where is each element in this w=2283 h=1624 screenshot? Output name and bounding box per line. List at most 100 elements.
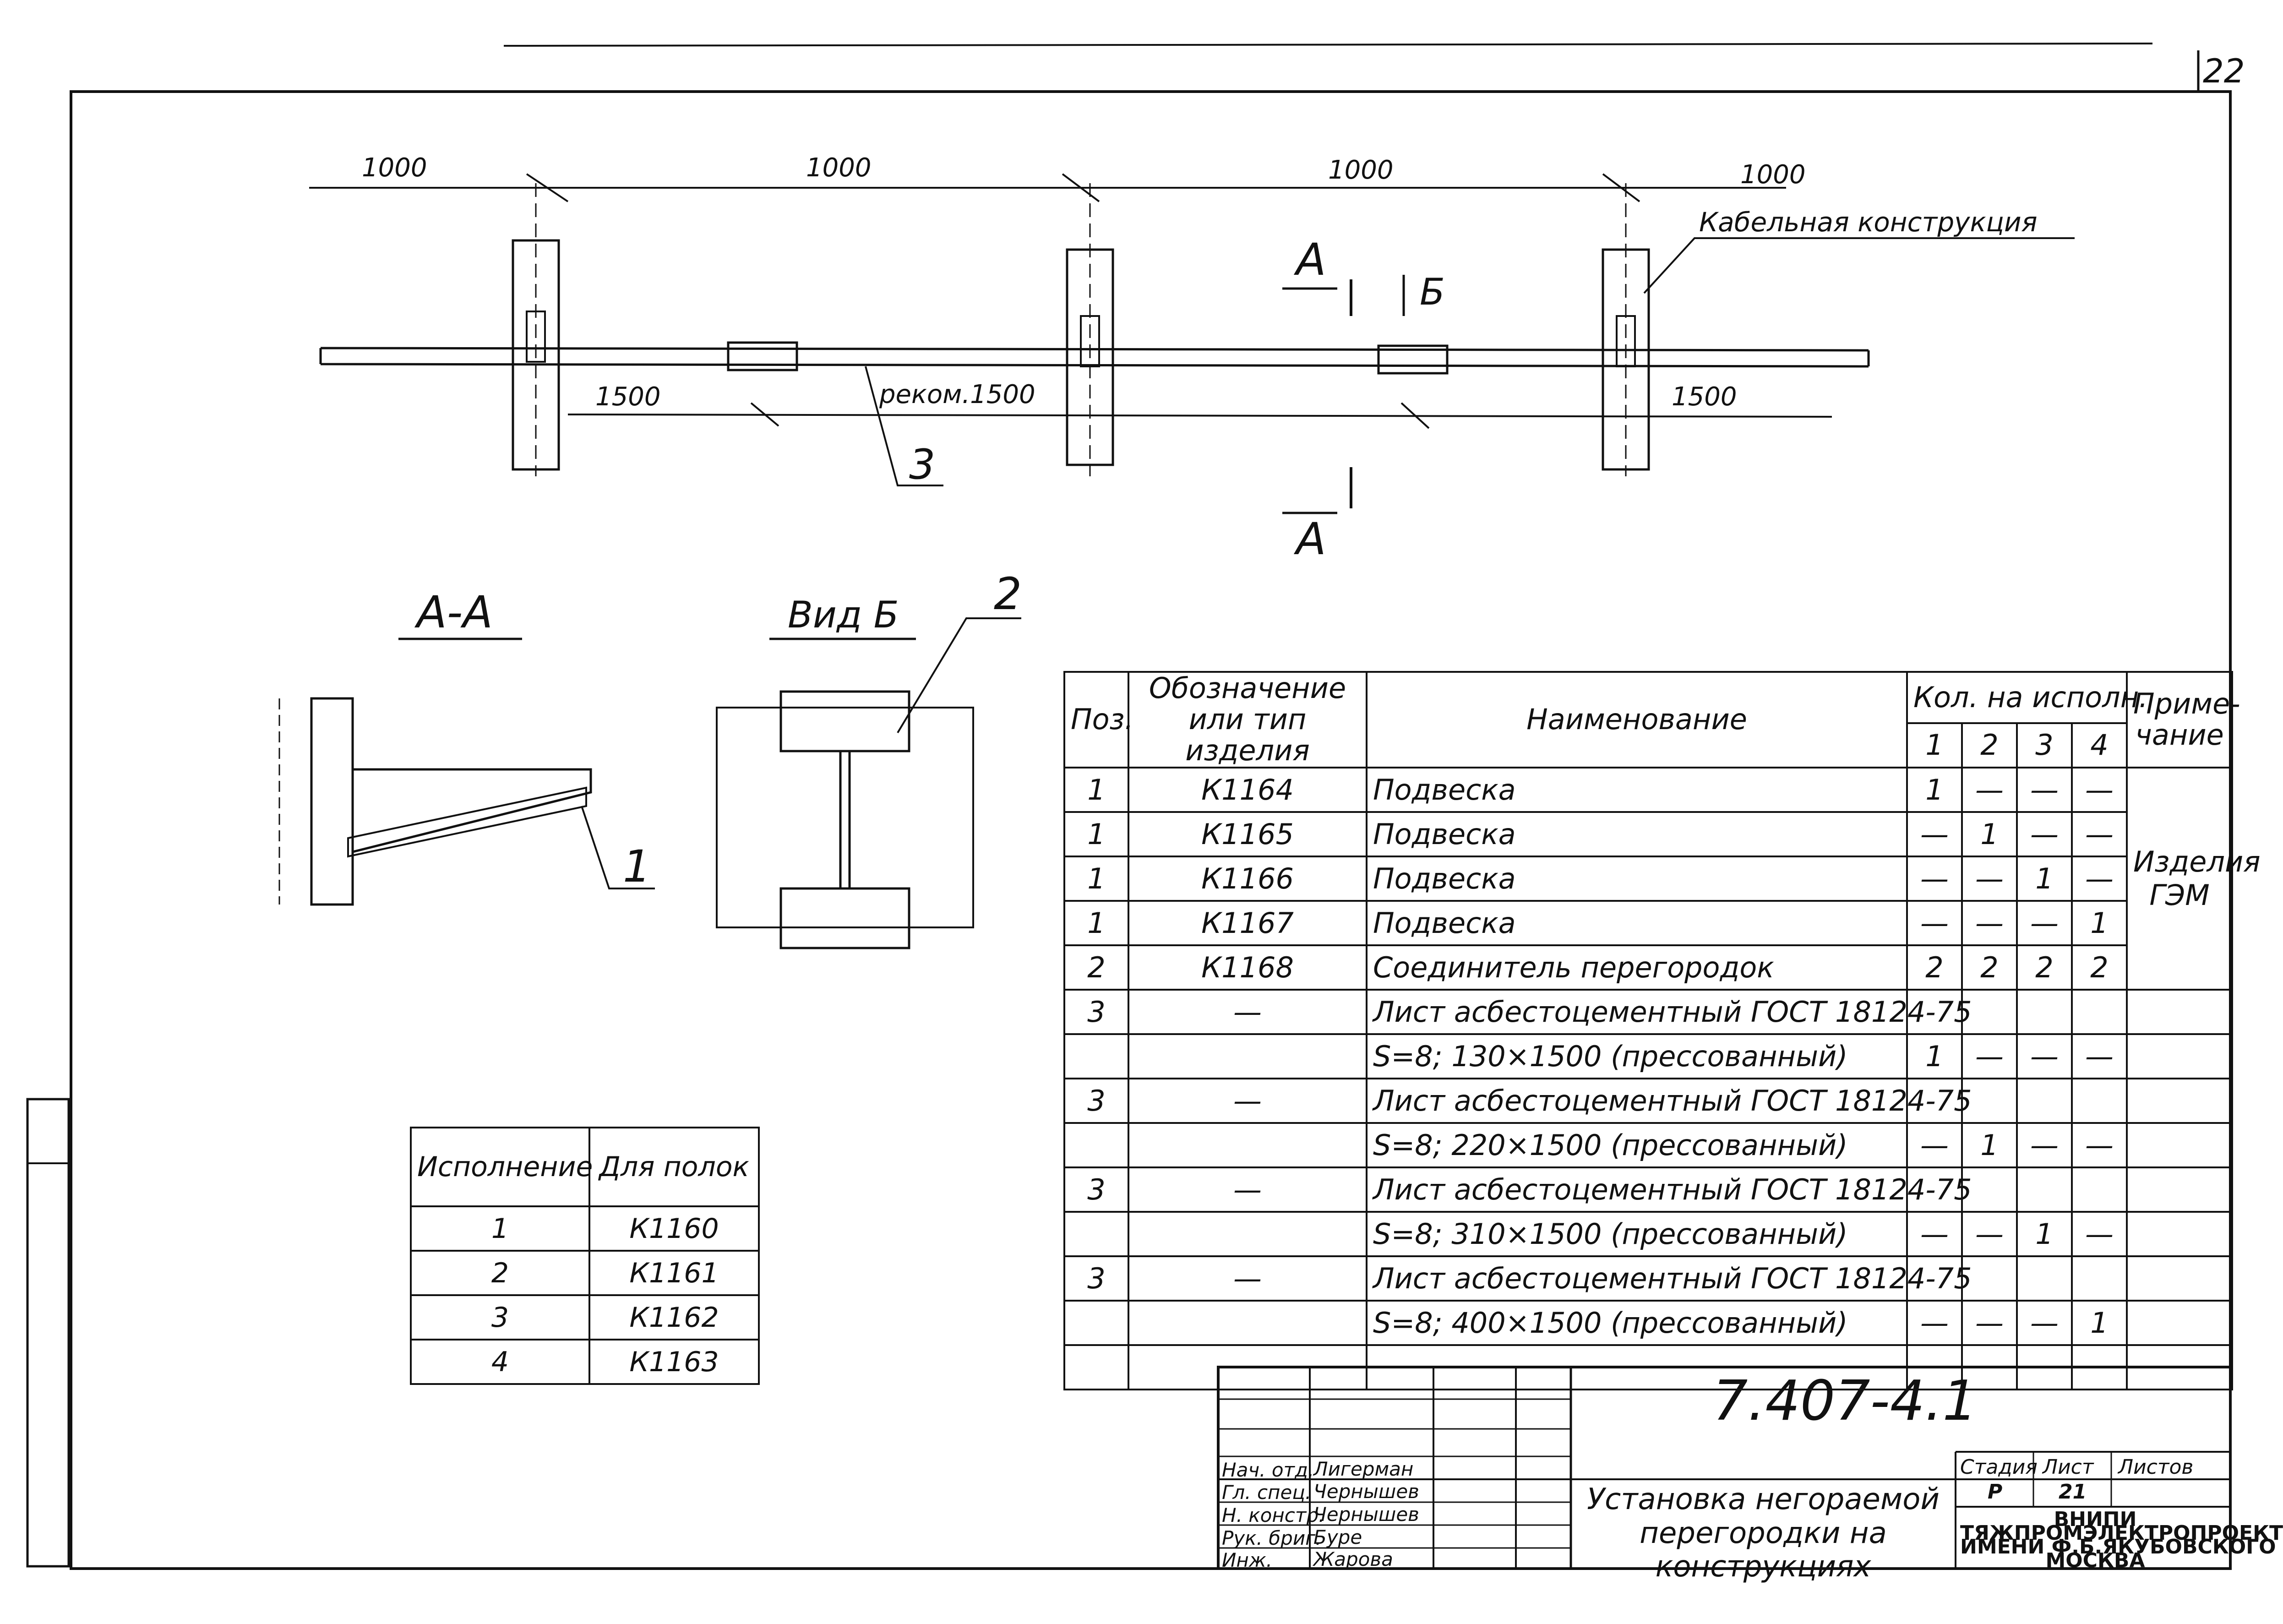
spec-header-pos: Поз.: [1063, 671, 1133, 768]
spec-qty: 1: [2016, 1210, 2073, 1257]
table-row: 3—Лист асбестоцементный ГОСТ 18124-75: [1063, 1077, 2234, 1124]
spec-designation: К1167: [1128, 899, 1368, 946]
spec-designation: [1128, 1210, 1368, 1257]
view-mark-b: Б: [1420, 271, 1445, 313]
stage-value: Р: [1988, 1480, 2003, 1504]
spec-name: Лист асбестоцементный ГОСТ 18124-75: [1366, 1166, 1972, 1213]
spec-designation: [1128, 1122, 1368, 1168]
spec-qty: [2016, 988, 2073, 1035]
spec-qty: [2071, 1344, 2128, 1390]
exec-shelf: К1162: [588, 1294, 760, 1341]
spec-qty: 1: [2016, 855, 2073, 902]
leader-position-2: [897, 617, 1021, 734]
spec-qty: —: [1906, 1299, 1963, 1346]
spec-pos: 1: [1063, 899, 1129, 946]
spec-pos: 2: [1063, 944, 1129, 991]
org-line-2: ТЯЖПРОМЭЛЕКТРОПРОЕКТ: [1960, 1521, 2283, 1545]
spec-qty: 1: [1906, 1033, 1963, 1079]
view-b-connector-top: [779, 690, 910, 752]
spec-qty: 1: [1961, 1122, 2018, 1168]
spec-qty: —: [2071, 1122, 2128, 1168]
dimension-tick: [1400, 402, 1430, 429]
table-row: 3 К1162: [410, 1294, 760, 1341]
spec-pos: 1: [1063, 811, 1129, 857]
leader-position-3: [865, 366, 943, 486]
spec-qty: —: [2071, 766, 2128, 813]
spec-qty: [1906, 1166, 1963, 1213]
exec-header-variant: Исполнение: [410, 1127, 593, 1207]
spec-qty: [2071, 1077, 2128, 1124]
section-aa: А-А 1: [278, 587, 655, 906]
spec-qty: [2016, 1255, 2073, 1302]
dimension-bottom-2: реком.1500: [879, 380, 1035, 409]
spec-pos: 3: [1063, 1255, 1129, 1302]
table-row: S=8; 220×1500 (прессованный)—1——: [1063, 1122, 2234, 1168]
spec-qty: [1906, 1077, 1963, 1124]
spec-designation: К1164: [1128, 766, 1368, 813]
role-chief-spec: Гл. спец.: [1222, 1481, 1312, 1504]
document-code: 7.407-4.1: [1713, 1369, 1978, 1433]
spec-qty: —: [1906, 1210, 1963, 1257]
section-aa-hanger: [347, 786, 587, 858]
callout-position-2: 2: [994, 568, 1022, 620]
spec-name: S=8; 310×1500 (прессованный): [1366, 1210, 1908, 1257]
leader-cable-construction: [1643, 237, 2075, 294]
spec-note-empty: [2126, 1255, 2234, 1302]
spec-qty: 2: [1906, 944, 1963, 991]
spec-header-designation: Обозначение или тип изделия: [1128, 671, 1368, 768]
sheet-label: Лист: [2043, 1455, 2094, 1479]
spec-qty: —: [1906, 811, 1963, 857]
spec-qty: [1961, 988, 2018, 1035]
org-line-3: ИМЕНИ Ф.Б.ЯКУБОВСКОГО: [1960, 1535, 2276, 1559]
exec-variant: 2: [410, 1250, 590, 1296]
spec-qty: [2071, 1255, 2128, 1302]
spec-qty: —: [2016, 899, 2073, 946]
spec-qty: 1: [2071, 1299, 2128, 1346]
view-b-connector-bottom: [779, 887, 910, 949]
spec-pos: 1: [1063, 766, 1129, 813]
name-team-lead: Буре: [1313, 1526, 1362, 1548]
spec-note-empty: [2126, 1122, 2234, 1168]
spec-designation: —: [1128, 1255, 1368, 1302]
dimension-top-1: 1000: [362, 153, 427, 183]
spec-qty: [1961, 1255, 2018, 1302]
spec-qty: [1906, 988, 1963, 1035]
table-row: 2 К1161: [410, 1250, 760, 1296]
spec-qty: 1: [1961, 811, 2018, 857]
spec-note-empty: [2126, 1077, 2234, 1124]
spec-designation: —: [1128, 988, 1368, 1035]
sheet-value: 21: [2059, 1480, 2087, 1504]
spec-qty: —: [2071, 855, 2128, 902]
binding-strip: [26, 1098, 70, 1568]
title-block-grid: [1217, 1366, 2232, 1570]
spec-pos: [1063, 1299, 1129, 1346]
table-row: S=8; 310×1500 (прессованный)——1—: [1063, 1210, 2234, 1257]
dimension-top-3: 1000: [1328, 155, 1394, 185]
spec-pos: [1063, 1033, 1129, 1079]
exec-variant: 4: [410, 1339, 590, 1385]
drawing-title: Установка негораемой перегородки на конс…: [1587, 1482, 1940, 1584]
callout-position-1: 1: [623, 841, 651, 892]
dimension-top-4: 1000: [1740, 160, 1806, 190]
spec-qty: 2: [1961, 944, 2018, 991]
corner-box: [2197, 50, 2230, 93]
sheets-label: Листов: [2118, 1455, 2194, 1479]
partition-strip: [319, 347, 1870, 368]
spec-name: S=8; 130×1500 (прессованный): [1366, 1033, 1908, 1079]
spec-note-empty: [2126, 988, 2234, 1035]
leader-position-1: [581, 806, 655, 889]
spec-note: Изделия ГЭМ: [2126, 766, 2261, 991]
name-head-dept: Лигерман: [1313, 1458, 1414, 1480]
spec-pos: [1063, 1122, 1129, 1168]
spec-qty: [1961, 1166, 2018, 1213]
spec-qty: —: [1906, 899, 1963, 946]
spec-name: Подвеска: [1366, 811, 1908, 857]
exec-variant: 3: [410, 1294, 590, 1341]
spec-designation: К1166: [1128, 855, 1368, 902]
spec-name: Лист асбестоцементный ГОСТ 18124-75: [1366, 988, 1972, 1035]
spec-qty: —: [2016, 766, 2073, 813]
spec-qty: —: [1906, 1122, 1963, 1168]
org-line-4: МОСКВА: [2045, 1549, 2145, 1572]
